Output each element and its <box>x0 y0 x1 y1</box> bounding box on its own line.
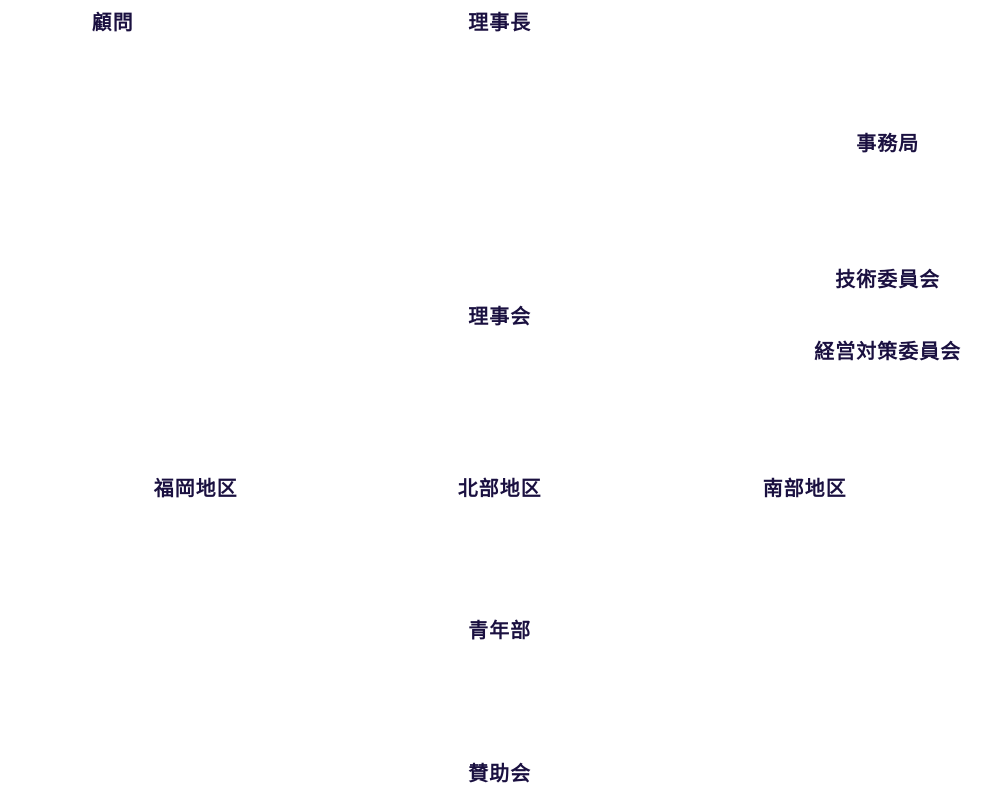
node-board: 理事会 <box>468 304 532 328</box>
node-north-district: 北部地区 <box>458 476 542 500</box>
node-management-committee: 経営対策委員会 <box>814 339 962 363</box>
node-supporters: 賛助会 <box>468 761 532 785</box>
node-south-district: 南部地区 <box>763 476 847 500</box>
node-chairman: 理事長 <box>468 10 532 34</box>
node-secretariat: 事務局 <box>856 131 920 155</box>
node-advisor: 顧問 <box>92 10 134 34</box>
node-youth-division: 青年部 <box>468 618 532 642</box>
node-technical-committee: 技術委員会 <box>835 267 941 291</box>
node-fukuoka-district: 福岡地区 <box>154 476 238 500</box>
